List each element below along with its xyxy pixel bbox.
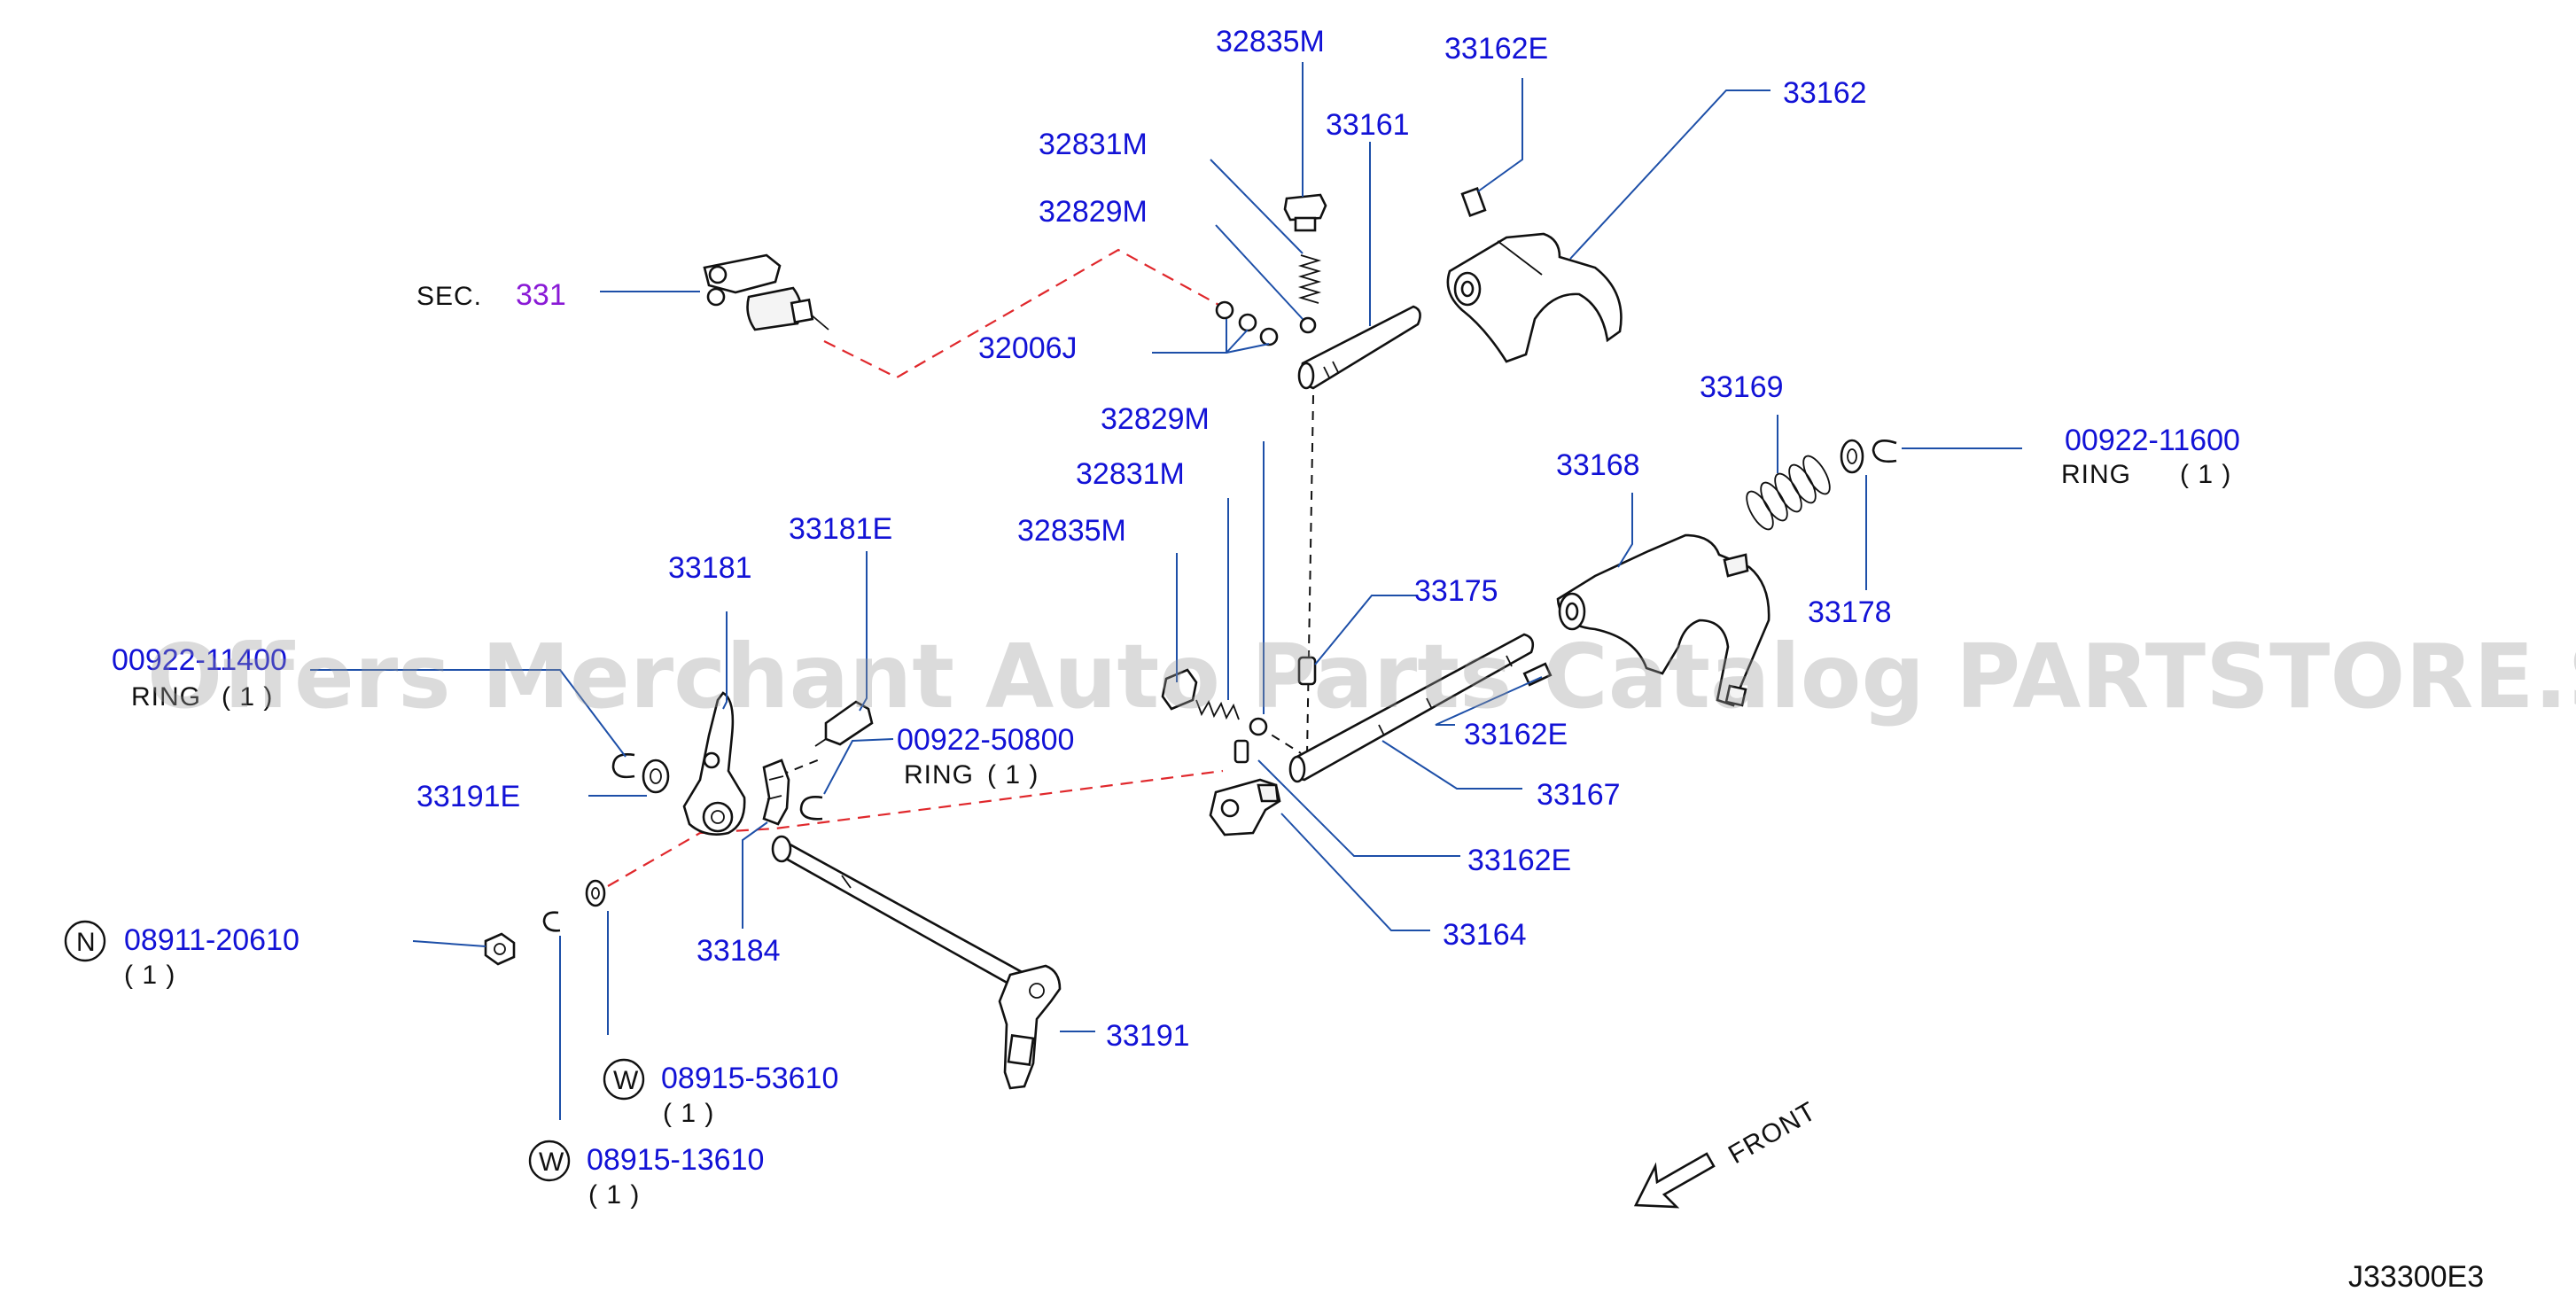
shift-rod-33167-drawing — [1288, 633, 1535, 783]
lever-33181-drawing — [682, 691, 746, 836]
nut-drawing — [484, 932, 516, 966]
part-33191[interactable]: 33191 — [1106, 1019, 1190, 1053]
ring-mid-label: RING — [904, 760, 974, 790]
badge-w2-circle — [528, 1140, 571, 1182]
badge-w1-circle — [603, 1058, 645, 1101]
part-33168[interactable]: 33168 — [1556, 448, 1640, 482]
plain-washer-hole — [591, 887, 600, 899]
assembly-guide-lines — [607, 248, 1233, 887]
ring-left-label: RING — [131, 682, 201, 712]
part-00922-50800[interactable]: 00922-50800 — [897, 723, 1074, 757]
part-33175[interactable]: 33175 — [1414, 574, 1498, 608]
check-ball-mid-drawing — [1249, 717, 1268, 736]
part-33167[interactable]: 33167 — [1537, 778, 1621, 812]
check-ball-top-drawing — [1299, 316, 1317, 334]
pin-33181E-drawing — [814, 700, 874, 747]
part-33169[interactable]: 33169 — [1700, 370, 1784, 404]
part-32006J[interactable]: 32006J — [978, 331, 1078, 365]
part-33181E[interactable]: 33181E — [789, 512, 892, 546]
spring-top-drawing — [1297, 254, 1322, 304]
ring-mid-qty: ( 1 ) — [987, 760, 1039, 790]
pin-mid-drawing — [1522, 662, 1553, 687]
part-33162E-mid[interactable]: 33162E — [1464, 718, 1568, 751]
part-32835M-top[interactable]: 32835M — [1216, 25, 1325, 58]
ring-left-qty: ( 1 ) — [222, 682, 273, 712]
shift-shaft-33191-drawing — [771, 835, 1062, 1090]
sec-prefix: SEC. — [416, 282, 482, 311]
part-33161[interactable]: 33161 — [1326, 108, 1410, 142]
washer-33191E-hole — [650, 768, 662, 784]
washer-33178-hole — [1847, 448, 1857, 464]
diagram-code: J33300E3 — [2348, 1260, 2484, 1294]
part-32829M-top[interactable]: 32829M — [1039, 195, 1148, 229]
cap-bolt-mid-drawing — [1161, 668, 1198, 711]
sec-number-link[interactable]: 331 — [516, 278, 566, 312]
part-00922-11600[interactable]: 00922-11600 — [2065, 424, 2240, 457]
bracket-33184-drawing — [762, 759, 790, 826]
pin-33175-drawing — [1297, 656, 1317, 686]
washer-33191E-drawing — [642, 759, 670, 794]
plain-washer-drawing — [585, 879, 606, 907]
spring-mid-drawing — [1195, 699, 1240, 720]
watermark: Offers Merchant Auto Parts Catalog PARTS… — [147, 625, 2576, 728]
badge-w1: W — [613, 1066, 639, 1095]
shift-fork-33162-drawing — [1446, 232, 1623, 363]
front-label: FRONT — [1724, 1096, 1821, 1170]
spring-33169-drawing — [1746, 455, 1831, 531]
ring-right-qty: ( 1 ) — [2180, 460, 2231, 489]
badge-w2: W — [539, 1148, 564, 1177]
part-32831M-top[interactable]: 32831M — [1039, 128, 1148, 161]
part-32831M-mid[interactable]: 32831M — [1076, 457, 1185, 491]
washer-qty-1: ( 1 ) — [663, 1099, 714, 1128]
pin-low-drawing — [1234, 739, 1249, 764]
front-arrow-drawing — [1633, 1152, 1716, 1209]
switch-assembly-drawing — [703, 253, 829, 331]
shift-fork-33168-drawing — [1556, 533, 1771, 707]
part-33162[interactable]: 33162 — [1783, 76, 1867, 110]
part-08915-53610[interactable]: 08915-53610 — [661, 1062, 838, 1095]
part-00922-left[interactable]: 00922-11400 — [112, 643, 287, 677]
badge-n-circle — [64, 920, 106, 962]
part-32829M-mid[interactable]: 32829M — [1101, 402, 1210, 436]
washer-qty-2: ( 1 ) — [588, 1180, 640, 1210]
part-33162E-top[interactable]: 33162E — [1444, 32, 1548, 66]
shift-rod-33161-drawing — [1297, 305, 1421, 390]
badge-n: N — [76, 928, 96, 957]
part-33184[interactable]: 33184 — [697, 934, 781, 968]
cap-bolt-drawing — [1283, 193, 1327, 232]
snap-ring-left-drawing — [611, 753, 635, 779]
ring-right-label: RING — [2061, 460, 2131, 489]
leader-lines — [310, 62, 2022, 1120]
spring-washer-drawing — [542, 911, 561, 932]
part-33191E[interactable]: 33191E — [416, 780, 520, 813]
fork-block-33164-drawing — [1209, 778, 1281, 836]
snap-ring-mid-drawing — [799, 796, 823, 821]
nut-qty: ( 1 ) — [124, 961, 175, 990]
washer-33178-drawing — [1840, 439, 1864, 474]
part-08915-13610[interactable]: 08915-13610 — [587, 1143, 764, 1177]
pin-top-drawing — [1460, 187, 1487, 217]
labels: SEC. 331 32835M 33162E 33162 33161 32831… — [64, 25, 2484, 1294]
part-33162E-low[interactable]: 33162E — [1467, 844, 1571, 877]
part-08911-20610[interactable]: 08911-20610 — [124, 923, 300, 957]
part-33181[interactable]: 33181 — [668, 551, 752, 585]
part-32835M-mid[interactable]: 32835M — [1017, 514, 1126, 548]
part-33178[interactable]: 33178 — [1808, 595, 1892, 629]
part-33164[interactable]: 33164 — [1443, 918, 1527, 952]
snap-ring-right-drawing — [1872, 440, 1897, 463]
